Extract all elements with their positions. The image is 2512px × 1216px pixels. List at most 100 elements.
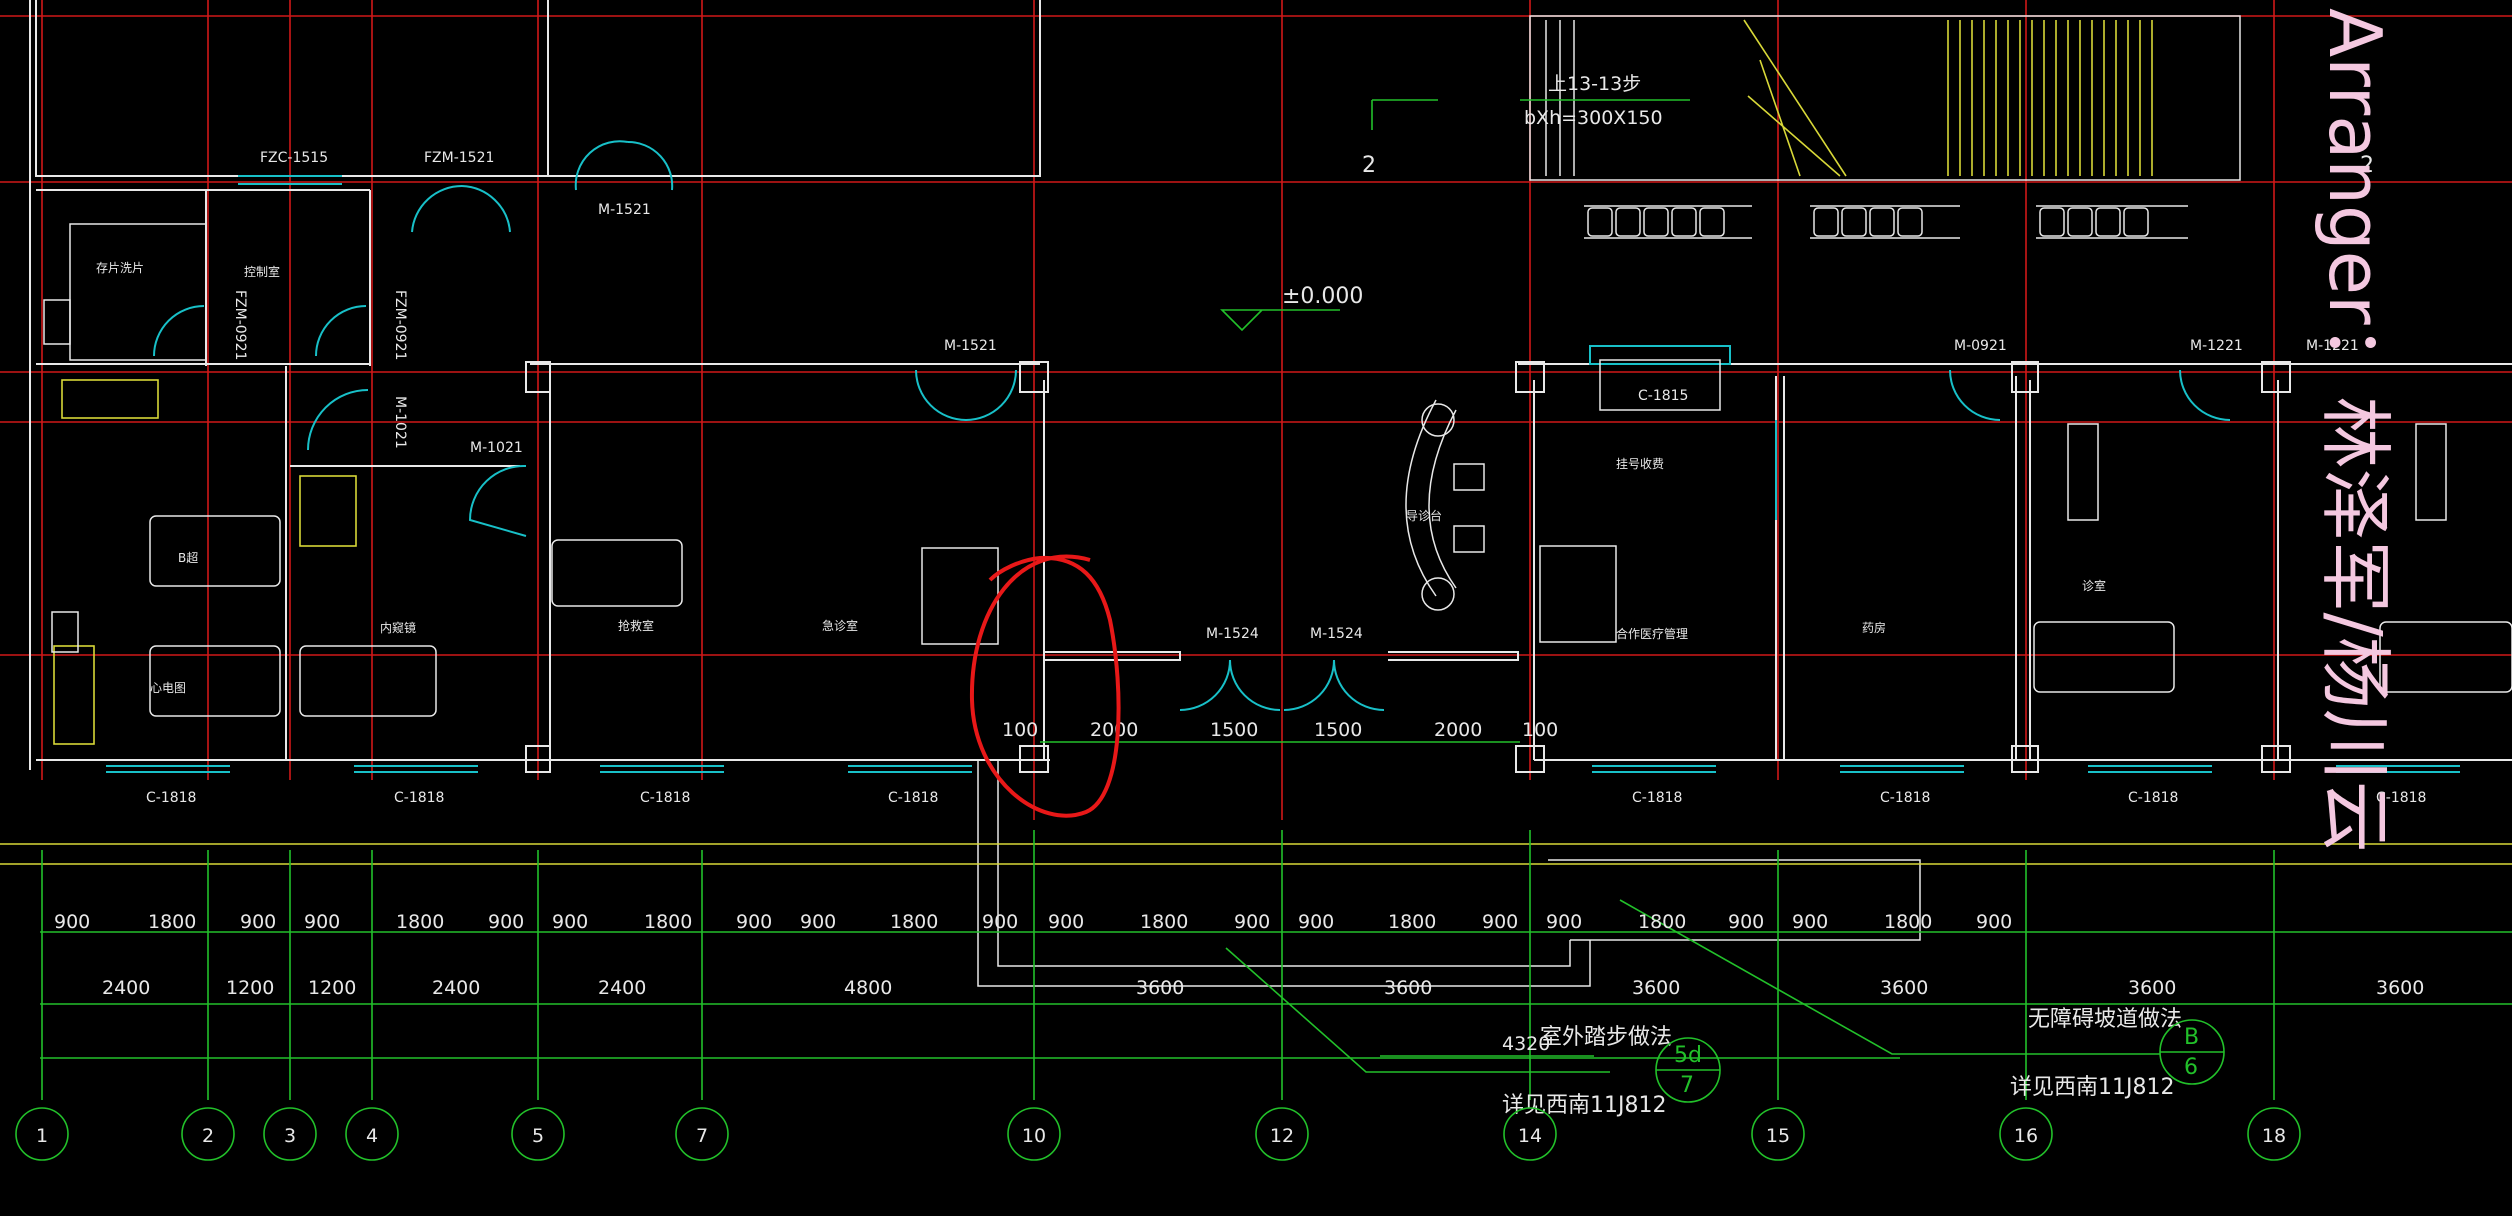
dim-text: 900 [552,911,588,933]
svg-text:M-1221: M-1221 [2306,338,2359,354]
svg-text:6: 6 [2184,1055,2198,1080]
grid-bubble-14: 14 [1503,1107,1557,1161]
svg-text:C-1818: C-1818 [2128,790,2178,806]
svg-text:bXh=300X150: bXh=300X150 [1524,107,1663,129]
svg-text:M-1021: M-1021 [470,440,523,456]
dim-text: 3600 [1384,977,1432,999]
dim-text: 1200 [308,977,356,999]
dim-text: 3600 [2128,977,2176,999]
svg-text:合作医疗管理: 合作医疗管理 [1616,626,1688,641]
svg-text:导诊台: 导诊台 [1406,508,1442,523]
svg-text:室外踏步做法: 室外踏步做法 [1540,1025,1672,1050]
svg-text:FZM-1521: FZM-1521 [424,150,494,166]
dim-text: 3600 [1880,977,1928,999]
dim-text: 2000 [1434,719,1482,741]
grid-bubble-2: 2 [181,1107,235,1161]
dim-text: 900 [1546,911,1582,933]
dim-text: 1800 [1638,911,1686,933]
svg-text:上13-13步: 上13-13步 [1548,73,1641,95]
dim-text: 2400 [102,977,150,999]
svg-text:FZM-0921: FZM-0921 [392,290,408,360]
dim-text: 900 [1728,911,1764,933]
svg-text:18: 18 [2262,1125,2286,1147]
svg-text:2: 2 [1362,153,1376,178]
dim-4320: 4320 [1502,1033,1550,1055]
dim-text: 4800 [844,977,892,999]
svg-text:FZC-1515: FZC-1515 [260,150,328,166]
dim-text: 900 [736,911,772,933]
svg-text:16: 16 [2014,1125,2038,1147]
dim-text: 1800 [644,911,692,933]
svg-text:C-1818: C-1818 [640,790,690,806]
svg-text:2: 2 [202,1125,214,1147]
markup-annotation-ellipse[interactable] [969,554,1121,818]
svg-text:FZM-0921: FZM-0921 [232,290,248,360]
svg-text:控制室: 控制室 [244,264,280,279]
grid-bubble-10: 10 [1007,1107,1061,1161]
grid-bubble-12: 12 [1255,1107,1309,1161]
grid-bubble-3: 3 [263,1107,317,1161]
svg-text:M-1521: M-1521 [598,202,651,218]
svg-text:M-1021: M-1021 [392,396,408,449]
dim-text: 1800 [1884,911,1932,933]
stair-notes: 上13-13步 bXh=300X150 2 2 [1362,73,2374,178]
svg-text:7: 7 [1680,1073,1694,1098]
dim-text: 3600 [2376,977,2424,999]
watermark-text: Arranger：林泽军/杨川云 [2313,8,2397,853]
door-swings [153,140,2231,711]
svg-text:药房: 药房 [1862,620,1886,635]
dim-text: 2400 [598,977,646,999]
svg-text:1: 1 [36,1125,48,1147]
svg-text:14: 14 [1518,1125,1542,1147]
dim-text: 100 [1522,719,1558,741]
svg-text:M-1521: M-1521 [944,338,997,354]
furniture [43,299,2512,745]
svg-text:5: 5 [532,1125,544,1147]
axis-lines [0,0,2512,820]
svg-text:7: 7 [696,1125,708,1147]
svg-text:12: 12 [1270,1125,1294,1147]
svg-text:C-1818: C-1818 [1632,790,1682,806]
grid-bubble-18: 18 [2247,1107,2301,1161]
dim-text: 1200 [226,977,274,999]
room-labels: 存片洗片 控制室 B超 心电图 内窥镜 抢救室 急诊室 导诊台 挂号收费 合作医… [96,261,2106,695]
dim-text: 900 [240,911,276,933]
svg-text:详见西南11J812: 详见西南11J812 [1502,1093,1666,1118]
dim-text: 900 [800,911,836,933]
dim-text: 900 [488,911,524,933]
dim-text: 900 [54,911,90,933]
dim-text: 900 [1482,911,1518,933]
walls [29,0,2512,987]
grid-bubble-15: 15 [1751,1107,1805,1161]
dim-text: 900 [1298,911,1334,933]
svg-text:B超: B超 [178,550,198,565]
stair-treads [1371,15,2241,181]
dim-text: 1800 [148,911,196,933]
svg-text:5d: 5d [1674,1043,1702,1068]
svg-text:M-0921: M-0921 [1954,338,2007,354]
svg-text:C-1818: C-1818 [1880,790,1930,806]
detail-note-ramp: 无障碍坡道做法 详见西南11J812 B 6 [2010,1007,2225,1100]
svg-text:2: 2 [2360,153,2374,178]
dim-text: 3600 [1632,977,1680,999]
svg-text:M-1221: M-1221 [2190,338,2243,354]
svg-text:B: B [2184,1025,2199,1050]
dim-row-1: 900 1800 900 900 1800 900 900 1800 900 900 1800 900… [54,911,2012,933]
dim-text: 1800 [1388,911,1436,933]
svg-text:3: 3 [284,1125,296,1147]
svg-text:±0.000: ±0.000 [1282,284,1363,309]
dim-text: 1800 [1140,911,1188,933]
svg-text:C-1818: C-1818 [2376,790,2426,806]
dim-text: 1800 [890,911,938,933]
svg-text:心电图: 心电图 [150,681,186,695]
dim-text: 1800 [396,911,444,933]
svg-text:C-1815: C-1815 [1638,388,1688,404]
grid-bubble-4: 4 [345,1107,399,1161]
dim-text: 900 [1792,911,1828,933]
svg-text:诊室: 诊室 [2082,578,2106,593]
dim-text: 900 [1976,911,2012,933]
